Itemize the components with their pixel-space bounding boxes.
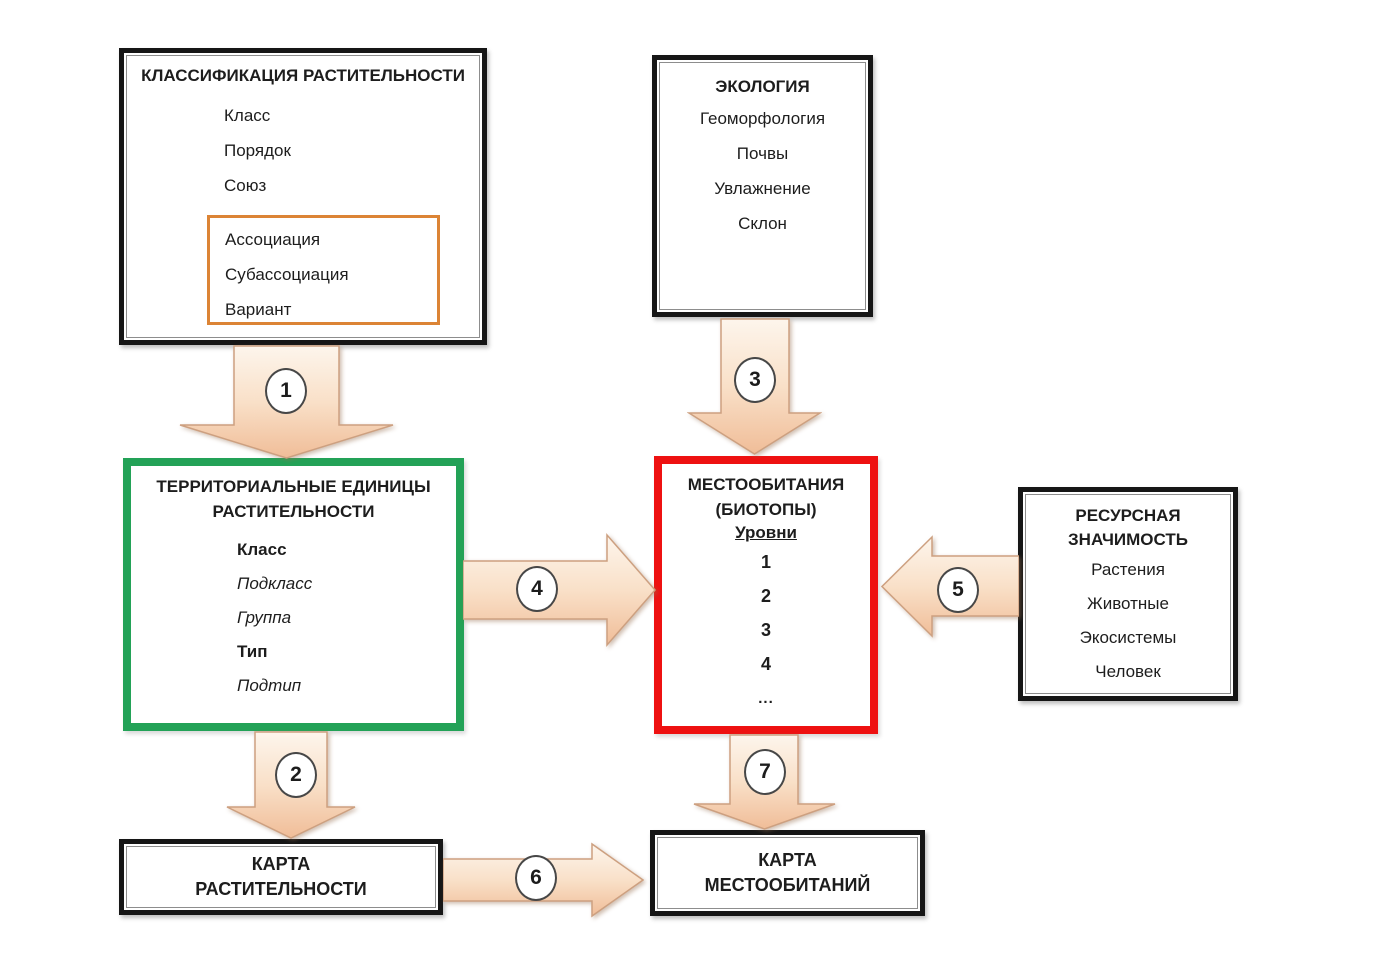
association-sub-box: Ассоциация Субассоциация Вариант bbox=[207, 215, 440, 325]
classification-item: Класс bbox=[224, 106, 271, 125]
territorial-item: Тип bbox=[237, 642, 268, 661]
resource-value-box: РЕСУРСНАЯ ЗНАЧИМОСТЬ Растения Животные Э… bbox=[1018, 487, 1238, 701]
territorial-units-items: Класс Подкласс Группа Тип Подтип bbox=[131, 540, 456, 695]
arrow-6-badge: 6 bbox=[515, 855, 557, 901]
classification-items: Класс Порядок Союз bbox=[124, 106, 482, 195]
vegetation-map-title: КАРТА РАСТИТЕЛЬНОСТИ bbox=[195, 854, 367, 899]
habitat-level: 2 bbox=[760, 586, 771, 606]
ecology-item: Почвы bbox=[736, 144, 789, 163]
habitat-map-box: КАРТА МЕСТООБИТАНИЙ bbox=[650, 830, 925, 916]
habitat-level: 4 bbox=[760, 654, 771, 674]
ecology-item: Увлажнение bbox=[714, 179, 811, 198]
arrow-3-badge: 3 bbox=[734, 357, 776, 403]
arrow-1-badge: 1 bbox=[265, 368, 307, 414]
territorial-item: Группа bbox=[237, 608, 292, 627]
resource-value-items: Растения Животные Экосистемы Человек bbox=[1023, 560, 1233, 681]
ecology-item: Геоморфология bbox=[699, 109, 826, 128]
resource-item: Животные bbox=[1087, 594, 1169, 613]
arrow-2-badge: 2 bbox=[275, 752, 317, 798]
resource-item: Человек bbox=[1095, 662, 1161, 681]
vegetation-map-box: КАРТА РАСТИТЕЛЬНОСТИ bbox=[119, 839, 443, 915]
ecology-title: ЭКОЛОГИЯ bbox=[715, 77, 810, 96]
association-item: Вариант bbox=[225, 300, 292, 319]
habitat-map-title: КАРТА МЕСТООБИТАНИЙ bbox=[704, 850, 871, 895]
resource-value-title: РЕСУРСНАЯ ЗНАЧИМОСТЬ bbox=[1068, 506, 1188, 549]
resource-item: Растения bbox=[1091, 560, 1165, 579]
classification-item: Союз bbox=[224, 176, 267, 195]
association-item: Субассоциация bbox=[225, 265, 349, 284]
resource-item: Экосистемы bbox=[1079, 628, 1177, 647]
ecology-item: Склон bbox=[738, 214, 787, 233]
territorial-units-box: ТЕРРИТОРИАЛЬНЫЕ ЕДИНИЦЫ РАСТИТЕЛЬНОСТИ К… bbox=[123, 458, 464, 731]
association-items: Ассоциация Субассоциация Вариант bbox=[210, 218, 437, 319]
habitat-level-ellipsis: ... bbox=[758, 690, 774, 707]
ecology-items: Геоморфология Почвы Увлажнение Склон bbox=[657, 109, 868, 233]
classification-box: КЛАССИФИКАЦИЯ РАСТИТЕЛЬНОСТИ Класс Поряд… bbox=[119, 48, 487, 345]
territorial-item: Класс bbox=[237, 540, 287, 559]
arrow-4-badge: 4 bbox=[516, 566, 558, 612]
ecology-box: ЭКОЛОГИЯ Геоморфология Почвы Увлажнение … bbox=[652, 55, 873, 317]
classification-title: КЛАССИФИКАЦИЯ РАСТИТЕЛЬНОСТИ bbox=[141, 66, 465, 85]
arrow-7-badge: 7 bbox=[744, 749, 786, 795]
territorial-item: Подкласс bbox=[237, 574, 313, 593]
territorial-units-title: ТЕРРИТОРИАЛЬНЫЕ ЕДИНИЦЫ РАСТИТЕЛЬНОСТИ bbox=[156, 477, 431, 521]
association-item: Ассоциация bbox=[225, 230, 321, 249]
arrow-4-territorial-to-habitats bbox=[463, 533, 656, 647]
habitat-level: 3 bbox=[760, 620, 771, 640]
classification-item: Порядок bbox=[224, 141, 291, 160]
habitats-levels-subtitle: Уровни bbox=[735, 523, 797, 542]
habitats-levels: 1 2 3 4 ... bbox=[662, 553, 870, 708]
habitats-title: МЕСТООБИТАНИЯ (БИОТОПЫ) bbox=[687, 475, 845, 519]
habitats-box: МЕСТООБИТАНИЯ (БИОТОПЫ) Уровни 1 2 3 4 .… bbox=[654, 456, 878, 734]
territorial-item: Подтип bbox=[237, 676, 302, 695]
habitat-level: 1 bbox=[760, 552, 771, 572]
arrow-5-badge: 5 bbox=[937, 567, 979, 613]
